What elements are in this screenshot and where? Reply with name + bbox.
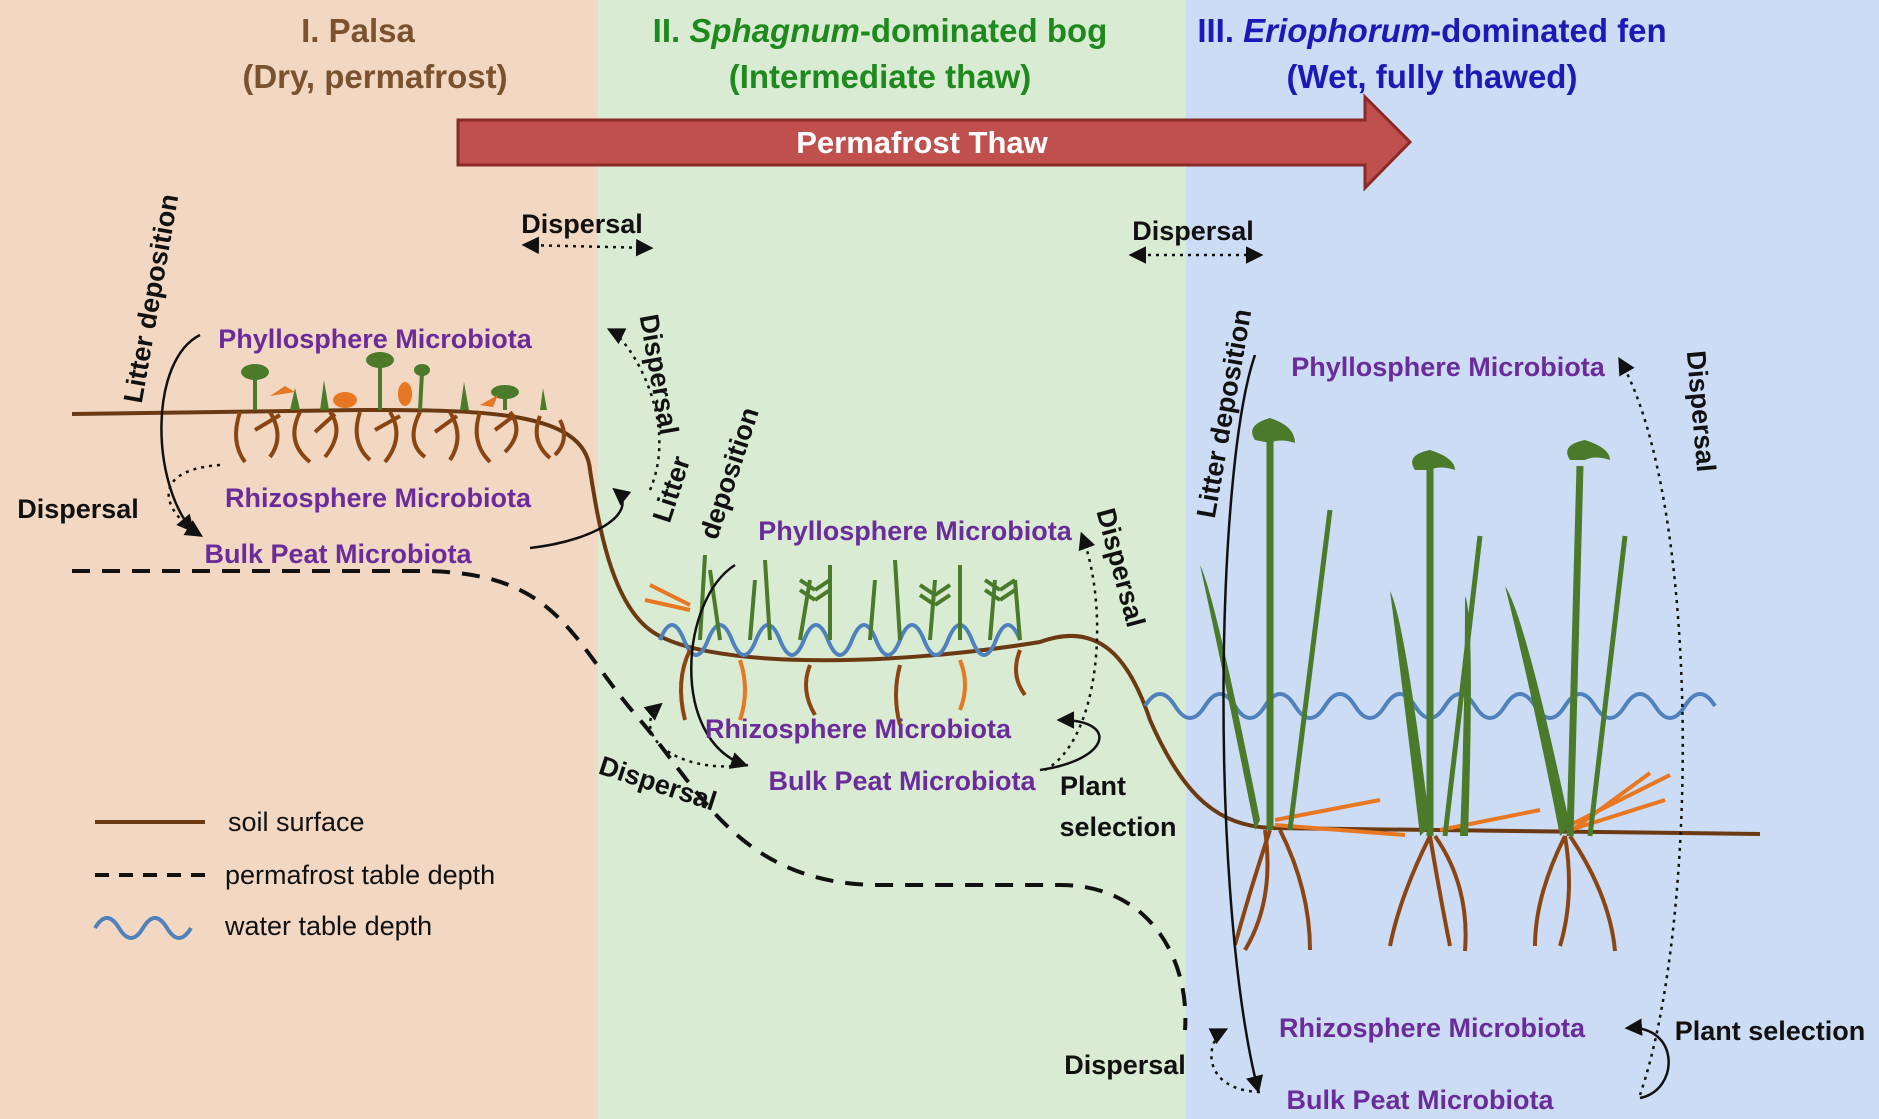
fen-roots bbox=[1233, 771, 1671, 952]
fen-zone-background bbox=[1186, 0, 1879, 1119]
palsa-title: I. Palsa bbox=[301, 12, 415, 49]
permafrost-thaw-label: Permafrost Thaw bbox=[796, 125, 1048, 160]
palsa-bulk-peat-label: Bulk Peat Microbiota bbox=[204, 539, 472, 569]
selection-label-bog: selection bbox=[1059, 812, 1176, 842]
dispersal-label-palsa-bog: Dispersal bbox=[521, 209, 643, 239]
bog-title: II. Sphagnum-dominated bog bbox=[653, 12, 1108, 49]
process-arrows-dotted bbox=[167, 236, 1685, 1096]
fen-title: III. Eriophorum-dominated fen bbox=[1197, 12, 1666, 49]
dispersal-label-bog-fen-lower: Dispersal bbox=[1064, 1050, 1186, 1080]
process-arrows-solid bbox=[160, 333, 1670, 1100]
palsa-plants bbox=[241, 352, 547, 411]
fen-bulk-peat-label: Bulk Peat Microbiota bbox=[1286, 1085, 1554, 1115]
bog-zone-background bbox=[598, 0, 1186, 1119]
legend-water-table-label: water table depth bbox=[224, 911, 432, 941]
bog-roots bbox=[644, 583, 1027, 726]
plant-selection-label-fen: Plant selection bbox=[1675, 1016, 1866, 1046]
legend-permafrost-label: permafrost table depth bbox=[225, 860, 495, 890]
bog-rhizosphere-label: Rhizosphere Microbiota bbox=[705, 714, 1012, 744]
palsa-subtitle: (Dry, permafrost) bbox=[242, 58, 507, 95]
fen-phyllosphere-label: Phyllosphere Microbiota bbox=[1291, 352, 1606, 382]
legend-water-table-swatch bbox=[93, 916, 193, 940]
palsa-zone-background bbox=[0, 0, 598, 1119]
dispersal-label-palsa-left: Dispersal bbox=[17, 494, 139, 524]
fen-rhizosphere-label: Rhizosphere Microbiota bbox=[1279, 1013, 1586, 1043]
bog-sphagnum-plants bbox=[698, 554, 1022, 641]
dispersal-label-bog-fen: Dispersal bbox=[1132, 216, 1254, 246]
fen-eriophorum-plants bbox=[1200, 418, 1628, 837]
plant-label-bog: Plant bbox=[1060, 771, 1126, 801]
palsa-rhizosphere-label: Rhizosphere Microbiota bbox=[225, 483, 532, 513]
permafrost-table-line bbox=[72, 569, 1188, 1031]
legend-soil-surface-label: soil surface bbox=[228, 807, 365, 837]
palsa-phyllosphere-label: Phyllosphere Microbiota bbox=[218, 324, 533, 354]
bog-bulk-peat-label: Bulk Peat Microbiota bbox=[768, 766, 1036, 796]
bog-subtitle: (Intermediate thaw) bbox=[729, 58, 1032, 95]
palsa-roots bbox=[234, 410, 566, 464]
fen-subtitle: (Wet, fully thawed) bbox=[1287, 58, 1578, 95]
permafrost-thaw-arrow bbox=[456, 93, 1413, 192]
bog-phyllosphere-label: Phyllosphere Microbiota bbox=[758, 516, 1073, 546]
legend: soil surface permafrost table depth wate… bbox=[93, 807, 495, 941]
soil-surface-line bbox=[71, 407, 1761, 836]
